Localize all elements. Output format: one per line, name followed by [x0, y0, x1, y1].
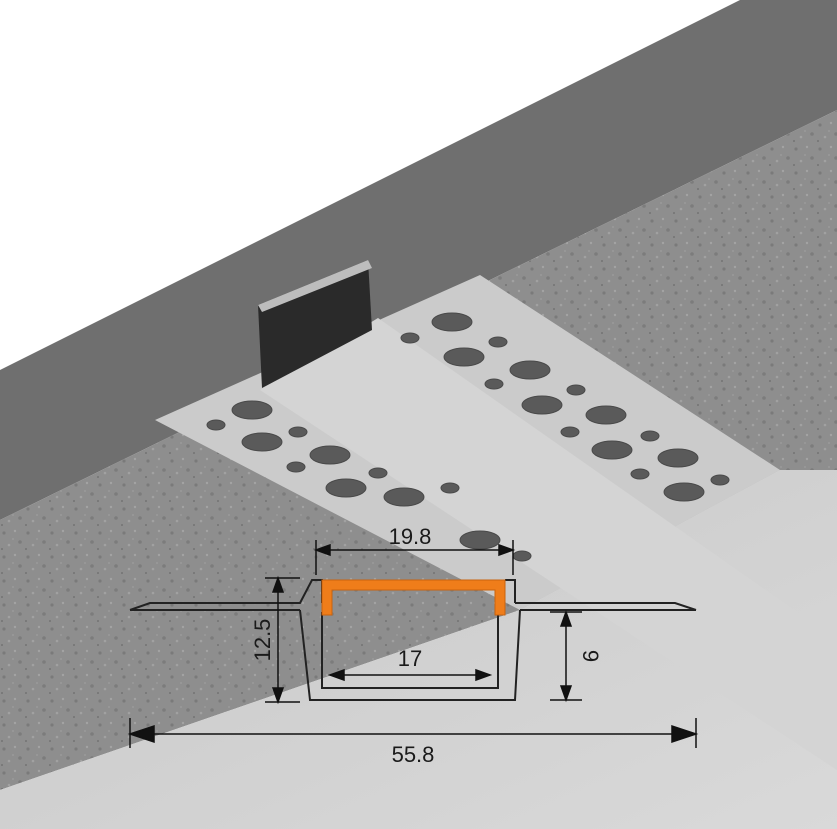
dim-top-width — [313, 540, 516, 575]
dim-top-width-label: 19.8 — [389, 524, 432, 549]
dim-inner-depth — [550, 609, 582, 703]
dim-inner-depth-label: 9 — [578, 650, 603, 662]
arrow-head-icon — [327, 668, 345, 682]
dim-height — [265, 575, 300, 705]
channel-end-rim — [258, 260, 372, 312]
wall-dark-band — [0, 0, 837, 520]
flange-holes — [206, 312, 730, 562]
arrow-head-icon — [271, 687, 285, 705]
arrow-head-icon — [271, 575, 285, 593]
arrow-head-icon — [127, 724, 155, 744]
right-flange-outline — [515, 602, 697, 611]
right-lip — [505, 579, 516, 603]
profile-channel — [260, 318, 837, 770]
outer-channel — [299, 609, 521, 701]
profile-cross-section — [129, 579, 697, 701]
arrow-head-icon — [671, 724, 699, 744]
arrow-head-icon — [559, 609, 573, 627]
arrow-head-icon — [559, 685, 573, 703]
arrow-head-icon — [498, 543, 516, 557]
dim-inner-width — [327, 668, 493, 682]
arrow-head-icon — [313, 543, 331, 557]
channel-end-opening — [258, 260, 372, 388]
arrow-head-icon — [475, 668, 493, 682]
inner-channel — [321, 612, 499, 689]
diffuser-cover — [321, 579, 506, 616]
dim-inner-width-label: 17 — [398, 646, 422, 671]
dim-total-width-label: 55.8 — [392, 742, 435, 767]
dim-height-label: 12.5 — [250, 619, 275, 662]
dim-total-width — [127, 718, 699, 748]
